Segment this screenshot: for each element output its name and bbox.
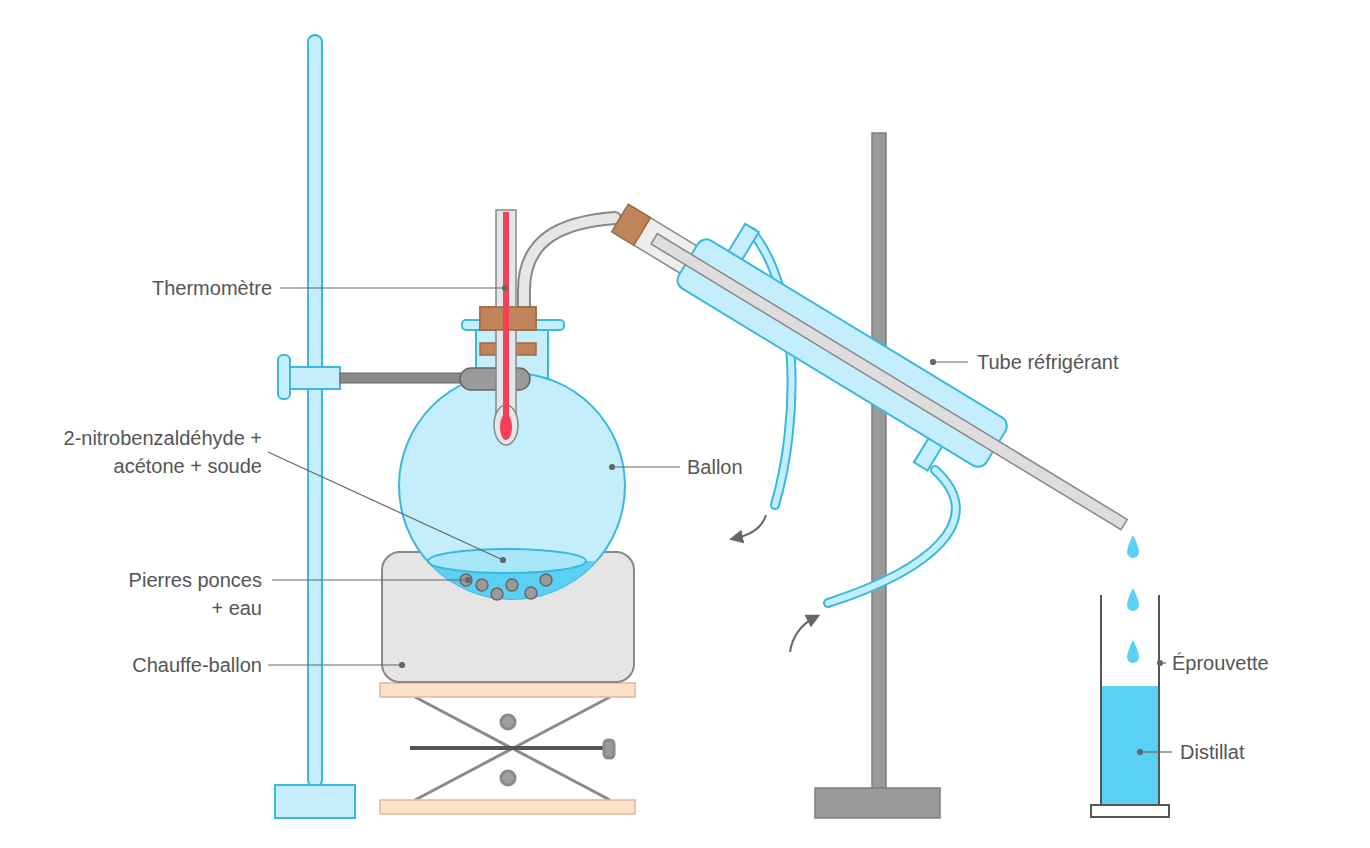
right-stand <box>815 133 940 818</box>
cylinder-label: Éprouvette <box>1172 649 1269 677</box>
mantle-label: Chauffe-ballon <box>92 651 262 679</box>
left-stand <box>275 35 355 818</box>
thermometer <box>480 210 536 445</box>
distillate-drops <box>1127 535 1139 663</box>
condenser-label: Tube réfrigérant <box>977 348 1119 376</box>
flask-label: Ballon <box>687 453 743 481</box>
condenser <box>591 167 1155 573</box>
leader-lines <box>268 286 1172 755</box>
distillate-label: Distillat <box>1180 738 1244 766</box>
clamp <box>278 355 530 399</box>
graduated-cylinder <box>1091 595 1169 817</box>
thermometer-label: Thermomètre <box>112 274 272 302</box>
pumice-label: Pierres ponces + eau <box>117 566 262 622</box>
connecting-tube <box>524 218 615 330</box>
flow-arrows <box>736 515 814 652</box>
lab-jack <box>380 683 635 814</box>
mixture-label: 2-nitrobenzaldéhyde + acétone + soude <box>62 424 262 480</box>
